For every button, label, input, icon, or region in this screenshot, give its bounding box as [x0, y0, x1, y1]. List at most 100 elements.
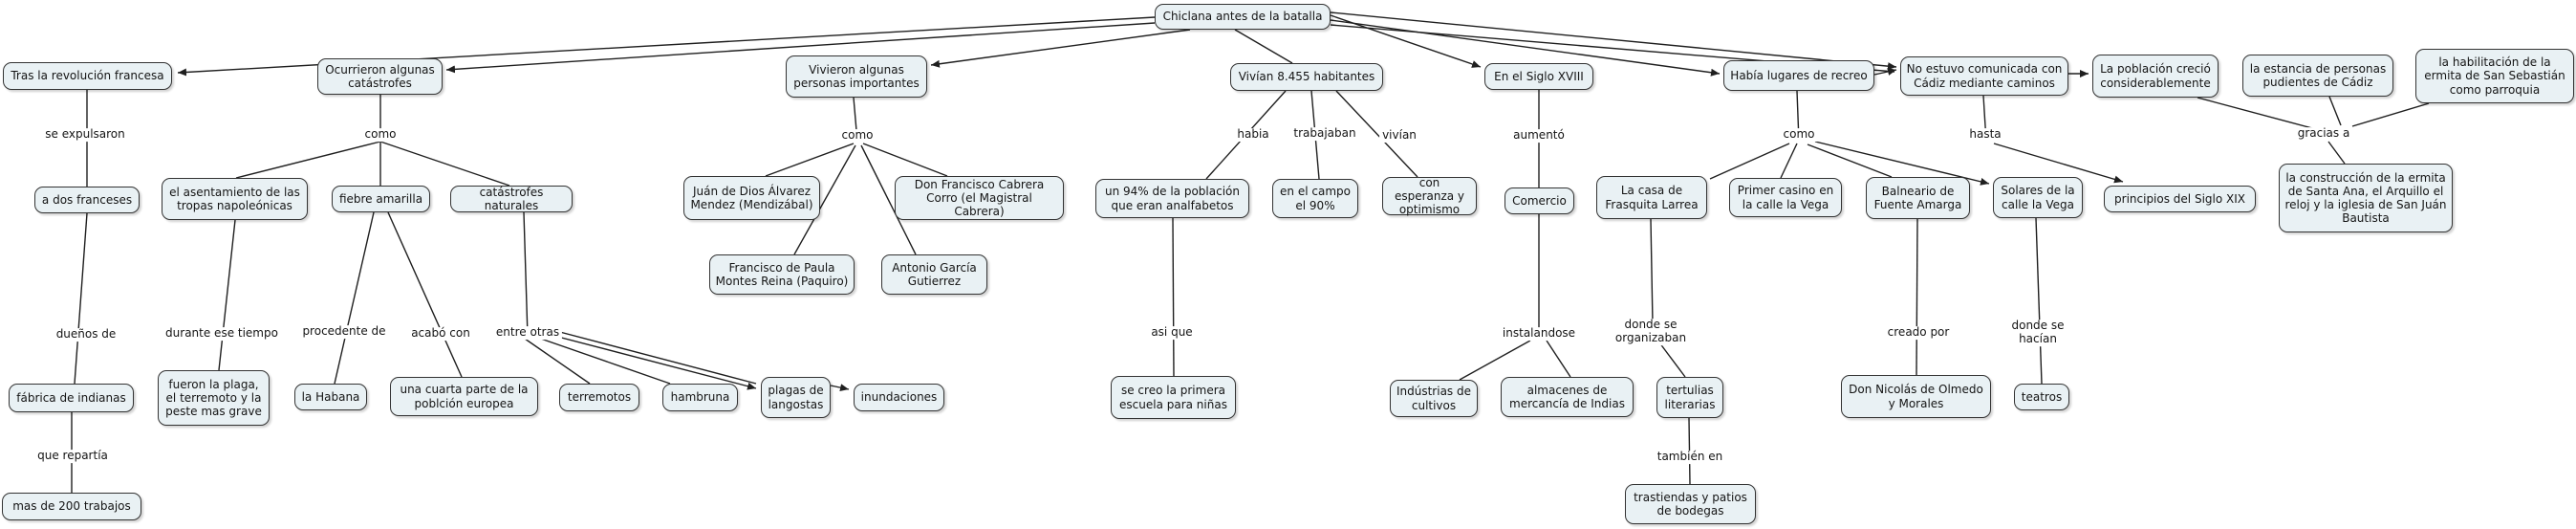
link-phrase-aumento: aumentó [1510, 128, 1568, 143]
concept-node-paquiro[interactable]: Francisco de Paula Montes Reina (Paquiro… [709, 254, 855, 295]
concept-node-industrias-cultivos[interactable]: Indústrias de cultivos [1390, 380, 1478, 417]
concept-node-fiebre-amarilla[interactable]: fiebre amarilla [332, 186, 430, 212]
concept-node-ocurrieron-catastrofes[interactable]: Ocurrieron algunas catástrofes [317, 58, 443, 95]
connector-line [1709, 143, 1790, 180]
connector-line [524, 338, 591, 385]
concept-node-hambruna[interactable]: hambruna [662, 384, 738, 411]
connector-line [546, 333, 757, 390]
connector-line [1330, 19, 1721, 77]
link-phrase-donde-se-hacian: donde se hacían [2008, 319, 2067, 346]
concept-node-la-habana[interactable]: la Habana [294, 384, 367, 410]
connector-line [1916, 218, 1918, 376]
connector-line [1330, 11, 1897, 71]
link-phrase-que-repartia: que repartía [34, 449, 111, 463]
concept-node-asentamiento-tropas[interactable]: el asentamiento de las tropas napoleónic… [162, 178, 308, 220]
connector-line [1658, 342, 1686, 378]
connector-line [1873, 68, 1897, 76]
link-phrase-se-expulsaron: se expulsaron [42, 127, 128, 142]
concept-node-catastrofes-naturales[interactable]: catástrofes naturales [450, 186, 573, 212]
connector-line [1546, 340, 1571, 378]
concept-node-a-dos-franceses[interactable]: a dos franceses [34, 187, 140, 213]
connector-line [534, 336, 671, 385]
connector-line [1993, 143, 2124, 184]
connector-line [445, 22, 1156, 74]
link-phrase-durante-ese-tiempo: durante ese tiempo [162, 326, 281, 341]
connector-line [1780, 143, 1798, 179]
concept-node-trastiendas-bodegas[interactable]: trastiendas y patios de bodegas [1625, 484, 1756, 524]
concept-node-don-nicolas-olmedo[interactable]: Don Nicolás de Olmedo y Morales [1841, 375, 1991, 418]
concept-node-principios-siglo-xix[interactable]: principios del Siglo XIX [2104, 186, 2256, 212]
concept-node-tertulias-literarias[interactable]: tertulias literarias [1656, 377, 1723, 418]
concept-node-habitantes-8455[interactable]: Vivían 8.455 habitantes [1230, 63, 1383, 91]
connector-line [2327, 141, 2346, 165]
concept-node-analfabetos-94[interactable]: un 94% de la población que eran analfabe… [1095, 179, 1249, 218]
connector-line [2197, 97, 2313, 129]
concept-node-siglo-xviii[interactable]: En el Siglo XVIII [1484, 63, 1593, 90]
connector-line [860, 144, 917, 255]
concept-node-terremotos[interactable]: terremotos [559, 384, 639, 411]
link-phrase-como-catastrofes: como [361, 127, 400, 142]
concept-node-no-comunicada-cadiz[interactable]: No estuvo comunicada con Cádiz mediante … [1900, 56, 2068, 96]
connector-line [1650, 218, 1654, 324]
connector-line [1172, 217, 1175, 377]
concept-node-construccion-ermita[interactable]: la construcción de la ermita de Santa An… [2279, 164, 2453, 232]
connector-line [830, 384, 850, 392]
concept-node-mas-200-trabajos[interactable]: mas de 200 trabajos [2, 493, 141, 520]
link-phrase-procedente-de: procedente de [299, 324, 389, 339]
concept-node-inundaciones[interactable]: inundaciones [854, 384, 944, 411]
connector-line [2035, 217, 2043, 385]
connector-line [235, 141, 381, 179]
link-phrase-donde-se-organizaban: donde se organizaban [1612, 318, 1690, 345]
concept-node-teatros[interactable]: teatros [2014, 384, 2069, 410]
link-phrase-como-recreo: como [1780, 127, 1818, 142]
concept-node-comercio[interactable]: Comercio [1504, 187, 1574, 214]
link-phrase-duenos-de: dueños de [53, 327, 119, 342]
concept-node-habilitacion-ermita[interactable]: la habilitación de la ermita de San Seba… [2415, 49, 2574, 103]
connector-line [2328, 96, 2342, 126]
link-phrase-trabajaban: trabajaban [1290, 126, 1359, 141]
concept-node-estancia-pudientes[interactable]: la estancia de personas pudientes de Cád… [2242, 55, 2393, 97]
connector-line [1459, 340, 1531, 381]
concept-node-escuela-ninas[interactable]: se creo la primera escuela para niñas [1111, 376, 1236, 419]
connector-line [1807, 143, 1893, 178]
connector-line [552, 329, 757, 385]
concept-node-garcia-gutierrez[interactable]: Antonio García Gutierrez [881, 254, 987, 295]
concept-node-poblacion-crecio[interactable]: La población creció considerablemente [2092, 55, 2219, 98]
connector-line [2351, 102, 2430, 127]
link-phrase-instalandose: instalandose [1499, 326, 1579, 341]
connector-line [862, 143, 948, 177]
concept-node-personas-importantes[interactable]: Vivieron algunas personas importantes [786, 55, 927, 98]
concept-node-balneario-fuente-amarga[interactable]: Balneario de Fuente Amarga [1866, 177, 1970, 219]
connector-line [793, 144, 856, 255]
link-phrase-vivian: vivían [1379, 128, 1419, 143]
concept-node-tras-revolucion[interactable]: Tras la revolución francesa [3, 62, 172, 90]
concept-node-magistral-cabrera[interactable]: Don Francisco Cabrera Corro (el Magistra… [895, 176, 1064, 220]
link-phrase-como-personas: como [838, 128, 877, 143]
connector-line [334, 211, 375, 385]
concept-node-plaga-terremoto-peste[interactable]: fueron la plaga, el terremoto y la peste… [158, 370, 270, 426]
connector-line [523, 211, 529, 338]
concept-node-almacenes-indias[interactable]: almacenes de mercancía de Indias [1501, 377, 1634, 417]
concept-node-primer-casino[interactable]: Primer casino en la calle la Vega [1729, 178, 1842, 217]
link-phrase-asi-que: asi que [1148, 325, 1196, 340]
concept-node-mendizabal[interactable]: Juán de Dios Álvarez Mendez (Mendizábal) [683, 176, 820, 220]
concept-node-solares-vega[interactable]: Solares de la calle la Vega [1993, 177, 2083, 218]
concept-node-plagas-langostas[interactable]: plagas de langostas [761, 377, 831, 418]
connector-line [387, 211, 463, 378]
connector-line [218, 219, 236, 371]
link-phrase-tambien-en: también en [1654, 450, 1726, 464]
link-phrase-creado-por: creado por [1884, 325, 1953, 340]
concept-node-lugares-recreo[interactable]: Había lugares de recreo [1723, 60, 1874, 91]
link-phrase-gracias-a: gracias a [2294, 126, 2353, 141]
concept-node-campo-90[interactable]: en el campo el 90% [1272, 179, 1358, 218]
connector-line [930, 29, 1191, 68]
concept-node-cuarta-parte-poblacion[interactable]: una cuarta parte de la poblción europea [390, 377, 538, 416]
connector-line [765, 143, 855, 177]
concept-node-chiclana-root[interactable]: Chiclana antes de la batalla [1155, 4, 1331, 30]
concept-node-casa-frasquita[interactable]: La casa de Frasquita Larrea [1596, 176, 1707, 219]
link-phrase-habia: habia [1234, 127, 1272, 142]
concept-node-fabrica-indianas[interactable]: fábrica de indianas [9, 384, 134, 412]
connector-line [1335, 90, 1418, 178]
link-phrase-entre-otras: entre otras [492, 325, 563, 340]
concept-node-esperanza-optimismo[interactable]: con esperanza y optimismo [1382, 176, 1477, 216]
